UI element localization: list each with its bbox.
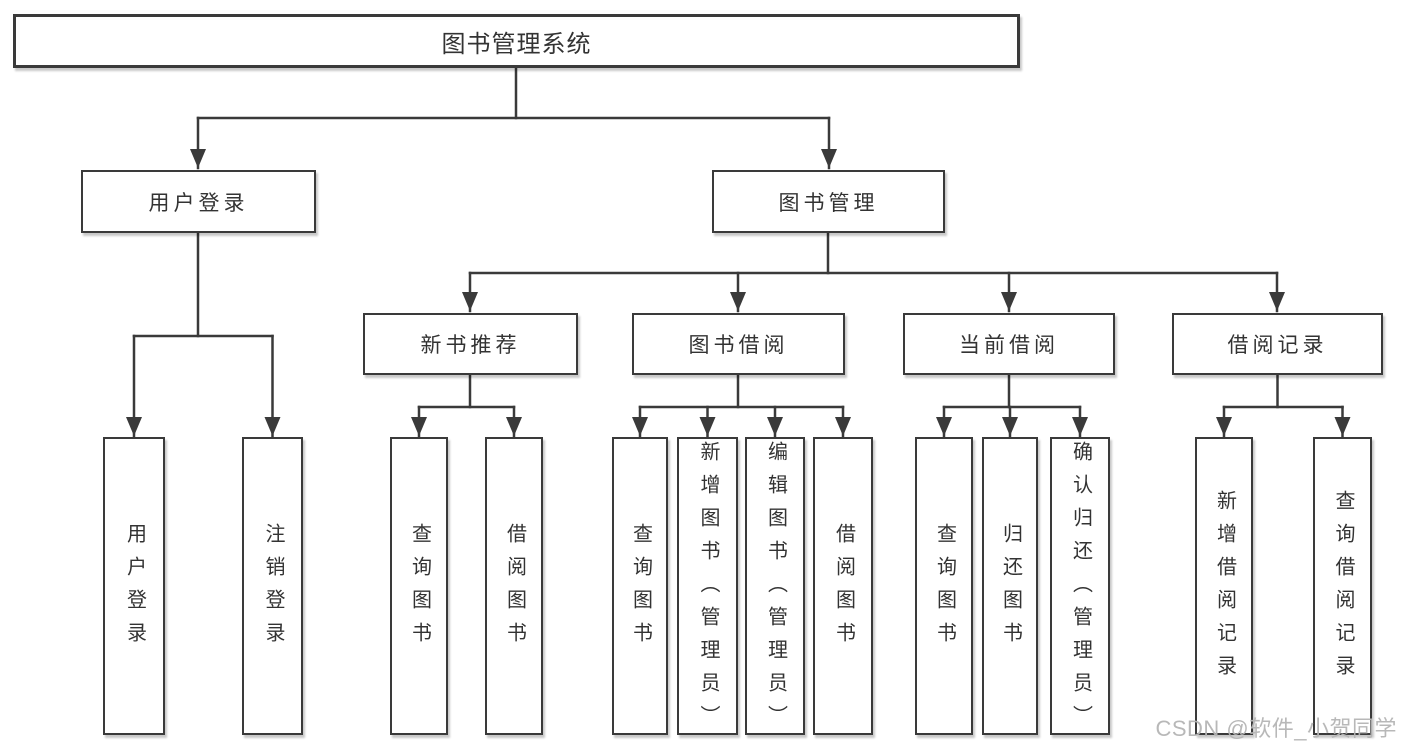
leaf-label: 查询借阅记录 [1332,490,1354,688]
leaf-return-book: 归还图书 [982,437,1038,735]
leaf-edit-book-admin: 编辑图书（管理员） [745,437,805,738]
node-book-management: 图书管理 [712,170,945,233]
leaf-borrow-books-recommend: 借阅图书 [485,437,543,735]
node-new-book-recommend: 新书推荐 [363,313,578,375]
leaf-label: 用户登录 [123,523,146,655]
leaf-label: 查询图书 [629,523,652,655]
leaf-add-book-admin: 新增图书（管理员） [677,437,738,738]
csdn-watermark: CSDN @软件_小贺同学 [1155,716,1397,741]
leaf-query-books-recommend: 查询图书 [390,437,448,735]
leaf-query-books-current: 查询图书 [915,437,973,735]
leaf-label: 新增图书（管理员） [697,440,719,738]
leaf-label: 查询图书 [933,523,956,655]
node-borrowing-records: 借阅记录 [1172,313,1383,375]
connector-borrowing-records-branch [1216,373,1351,438]
leaf-query-books-borrowing: 查询图书 [612,437,668,735]
leaf-label: 归还图书 [999,523,1022,655]
leaf-label: 借阅图书 [832,523,855,655]
node-current-borrowing: 当前借阅 [903,313,1115,375]
leaf-user-login: 用户登录 [103,437,165,735]
leaf-borrow-books-borrowing: 借阅图书 [813,437,873,735]
connector-new-book-recommend-branch [411,373,522,438]
node-book-borrowing: 图书借阅 [632,313,845,375]
connector-book-management-to-level3 [462,231,1285,313]
leaf-logout: 注销登录 [242,437,303,735]
leaf-label: 查询图书 [408,523,431,655]
node-library-management-system: 图书管理系统 [13,14,1020,68]
leaf-label: 编辑图书（管理员） [764,440,787,738]
leaf-add-borrow-record: 新增借阅记录 [1195,437,1253,735]
leaf-query-borrow-record: 查询借阅记录 [1313,437,1372,735]
leaf-label: 注销登录 [262,523,284,655]
leaf-label: 确认归还（管理员） [1069,440,1092,738]
connector-book-borrowing-branch [632,373,851,438]
node-user-login: 用户登录 [81,170,316,233]
connector-user-login-branch [126,231,281,438]
leaf-label: 借阅图书 [503,523,526,655]
connector-current-borrowing-branch [936,373,1088,438]
connector-root-to-level2 [190,66,837,170]
leaf-label: 新增借阅记录 [1213,490,1236,688]
leaf-confirm-return-admin: 确认归还（管理员） [1050,437,1110,738]
